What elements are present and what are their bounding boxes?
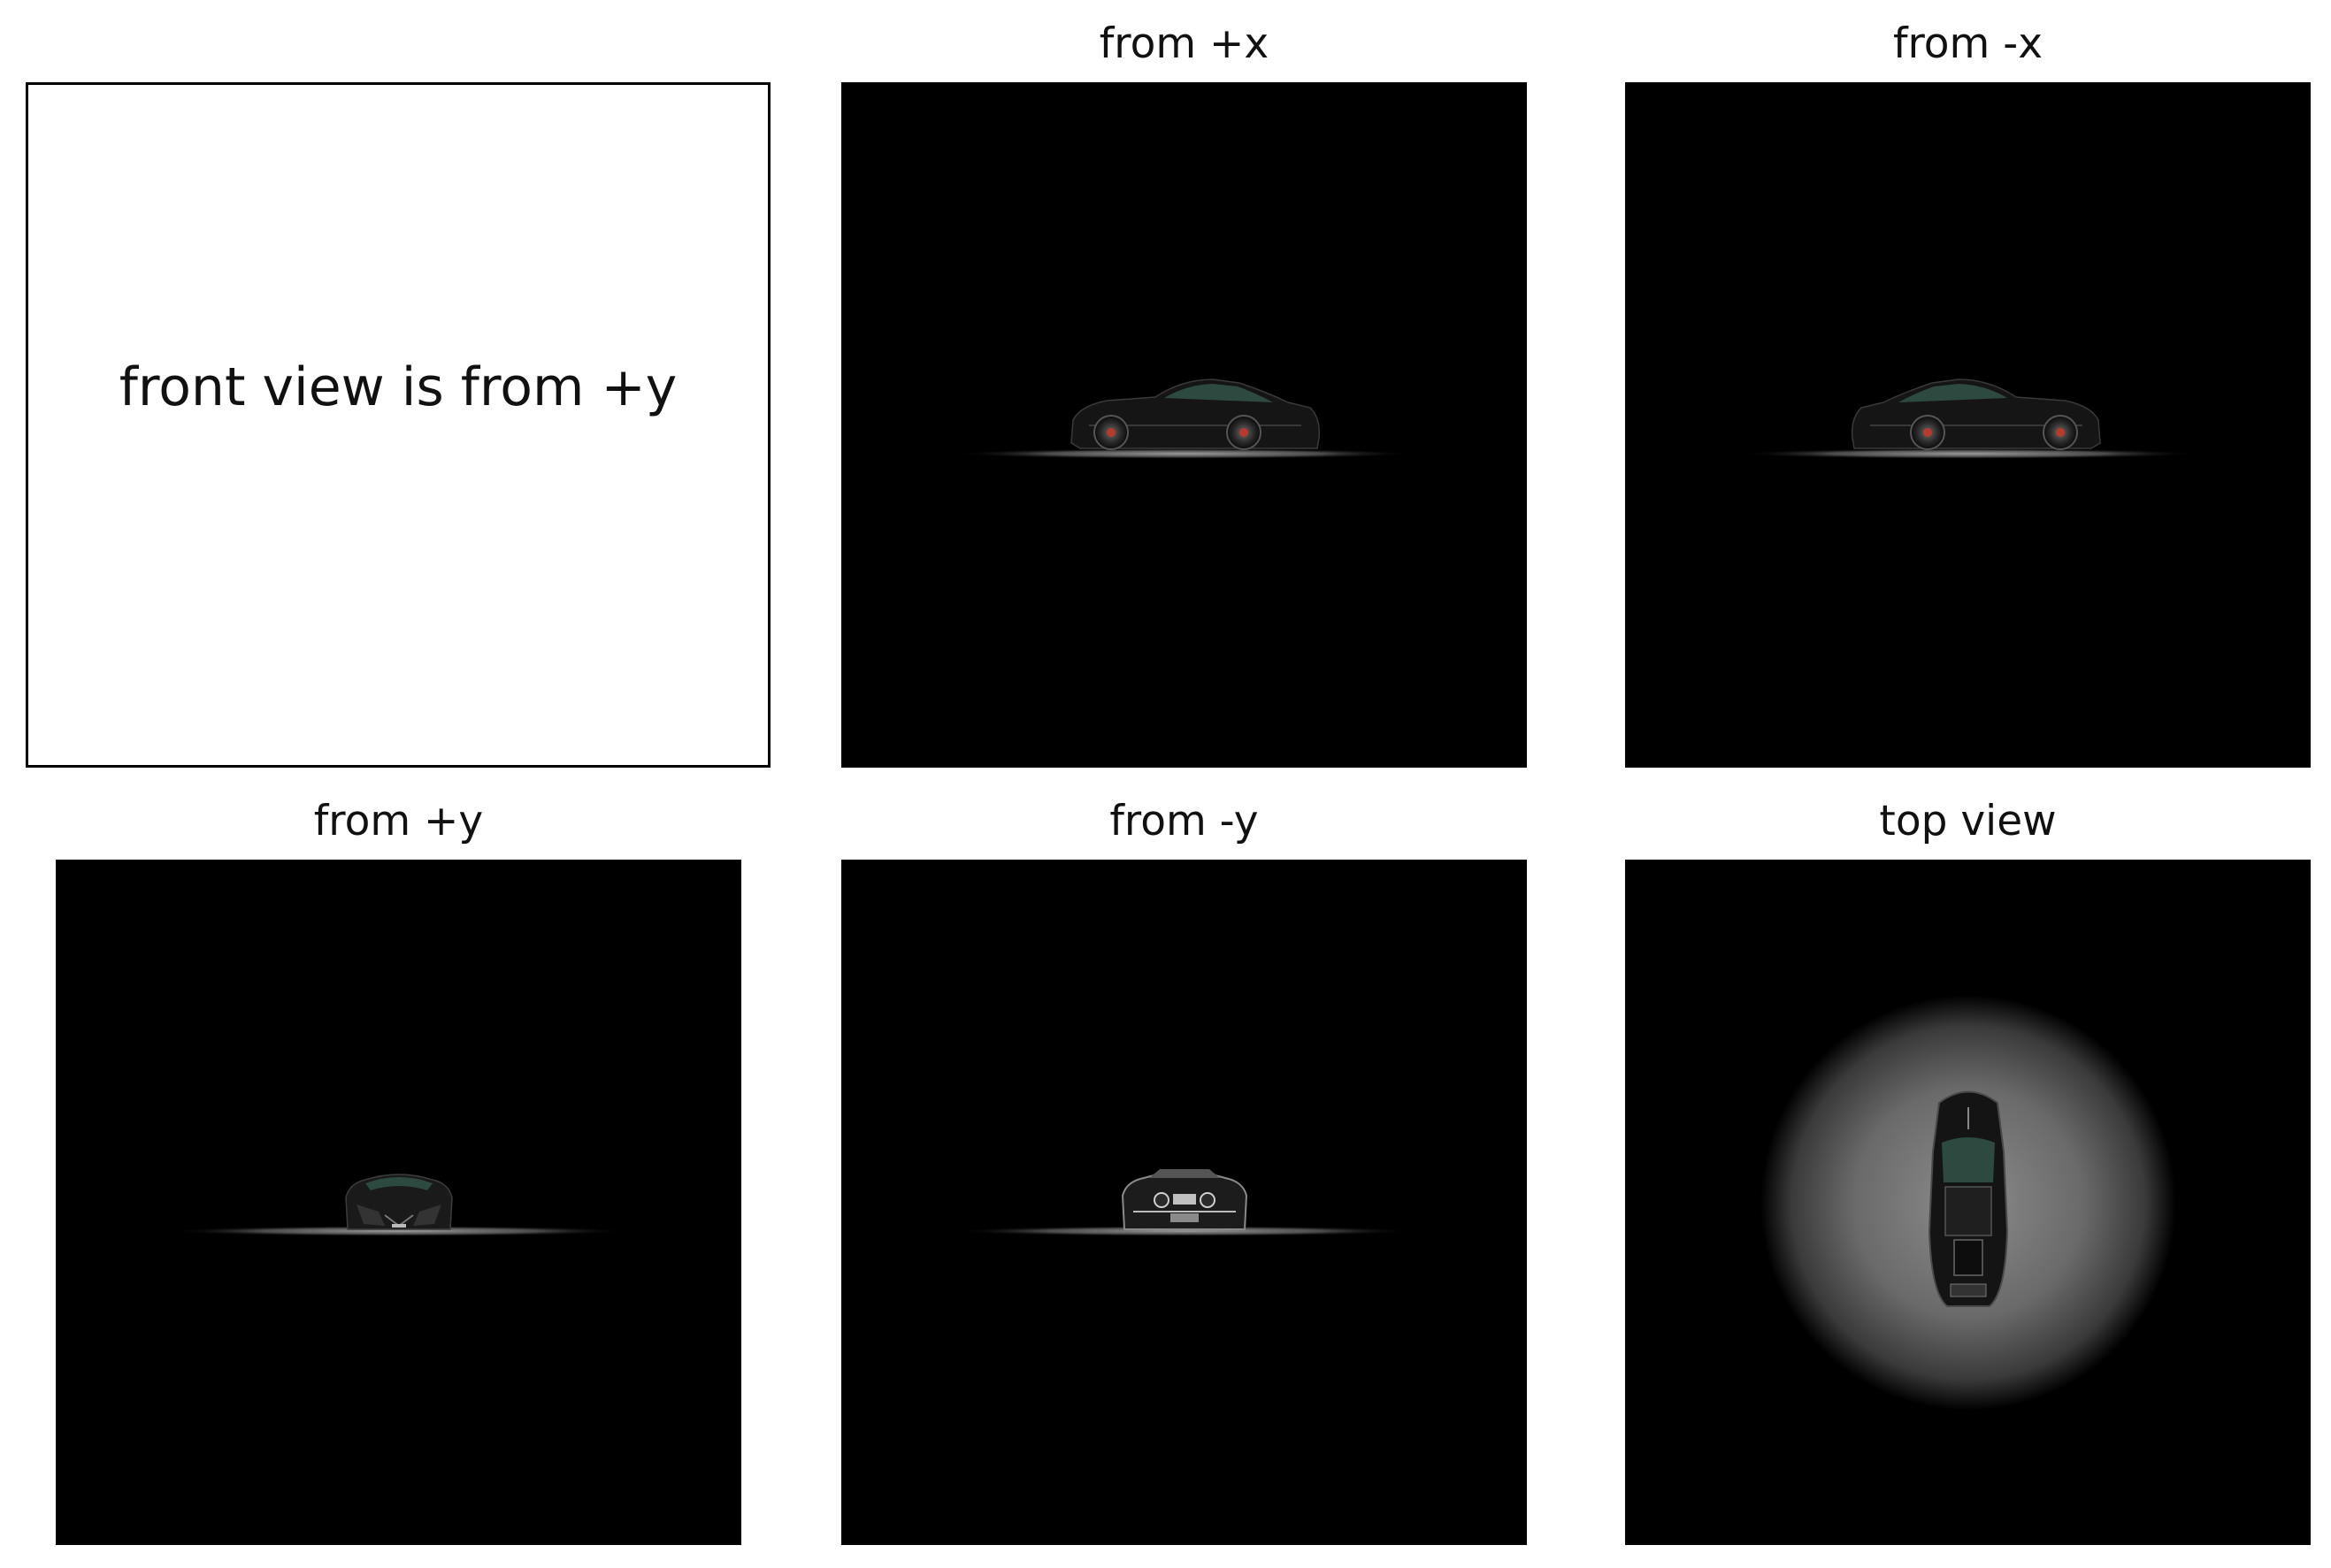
ground-shadow [167, 1226, 631, 1236]
render-panel-from-plus-x [841, 82, 1527, 768]
car-windshield [1942, 1137, 1995, 1182]
render-panel-from-plus-y [56, 860, 741, 1545]
car-windshield [365, 1177, 433, 1190]
front-view-note-panel: front view is from +y [26, 82, 771, 768]
car-rear-render [953, 1169, 1416, 1236]
ground-shadow [953, 448, 1416, 459]
car-top-render [1760, 995, 2176, 1411]
panel-title-top-view: top view [1879, 797, 2057, 845]
render-panel-top-view [1625, 860, 2311, 1545]
ground-shadow [953, 1226, 1416, 1236]
panel-title-from-minus-x: from -x [1892, 19, 2043, 68]
car-side-render-right [953, 379, 1416, 459]
panel-title-from-plus-y: from +y [313, 797, 484, 845]
render-panel-from-minus-y [841, 860, 1527, 1545]
panel-title-from-plus-x: from +x [1099, 19, 1269, 68]
car-windows [1164, 384, 1273, 402]
panel-title-from-minus-y: from -y [1109, 797, 1259, 845]
render-panel-from-minus-x [1625, 82, 2311, 768]
car-windows [1898, 384, 2007, 402]
ground-shadow [1737, 448, 2200, 459]
car-side-render-left [1737, 379, 2200, 459]
car-front-render [167, 1174, 631, 1236]
front-view-note-text: front view is from +y [119, 356, 678, 418]
